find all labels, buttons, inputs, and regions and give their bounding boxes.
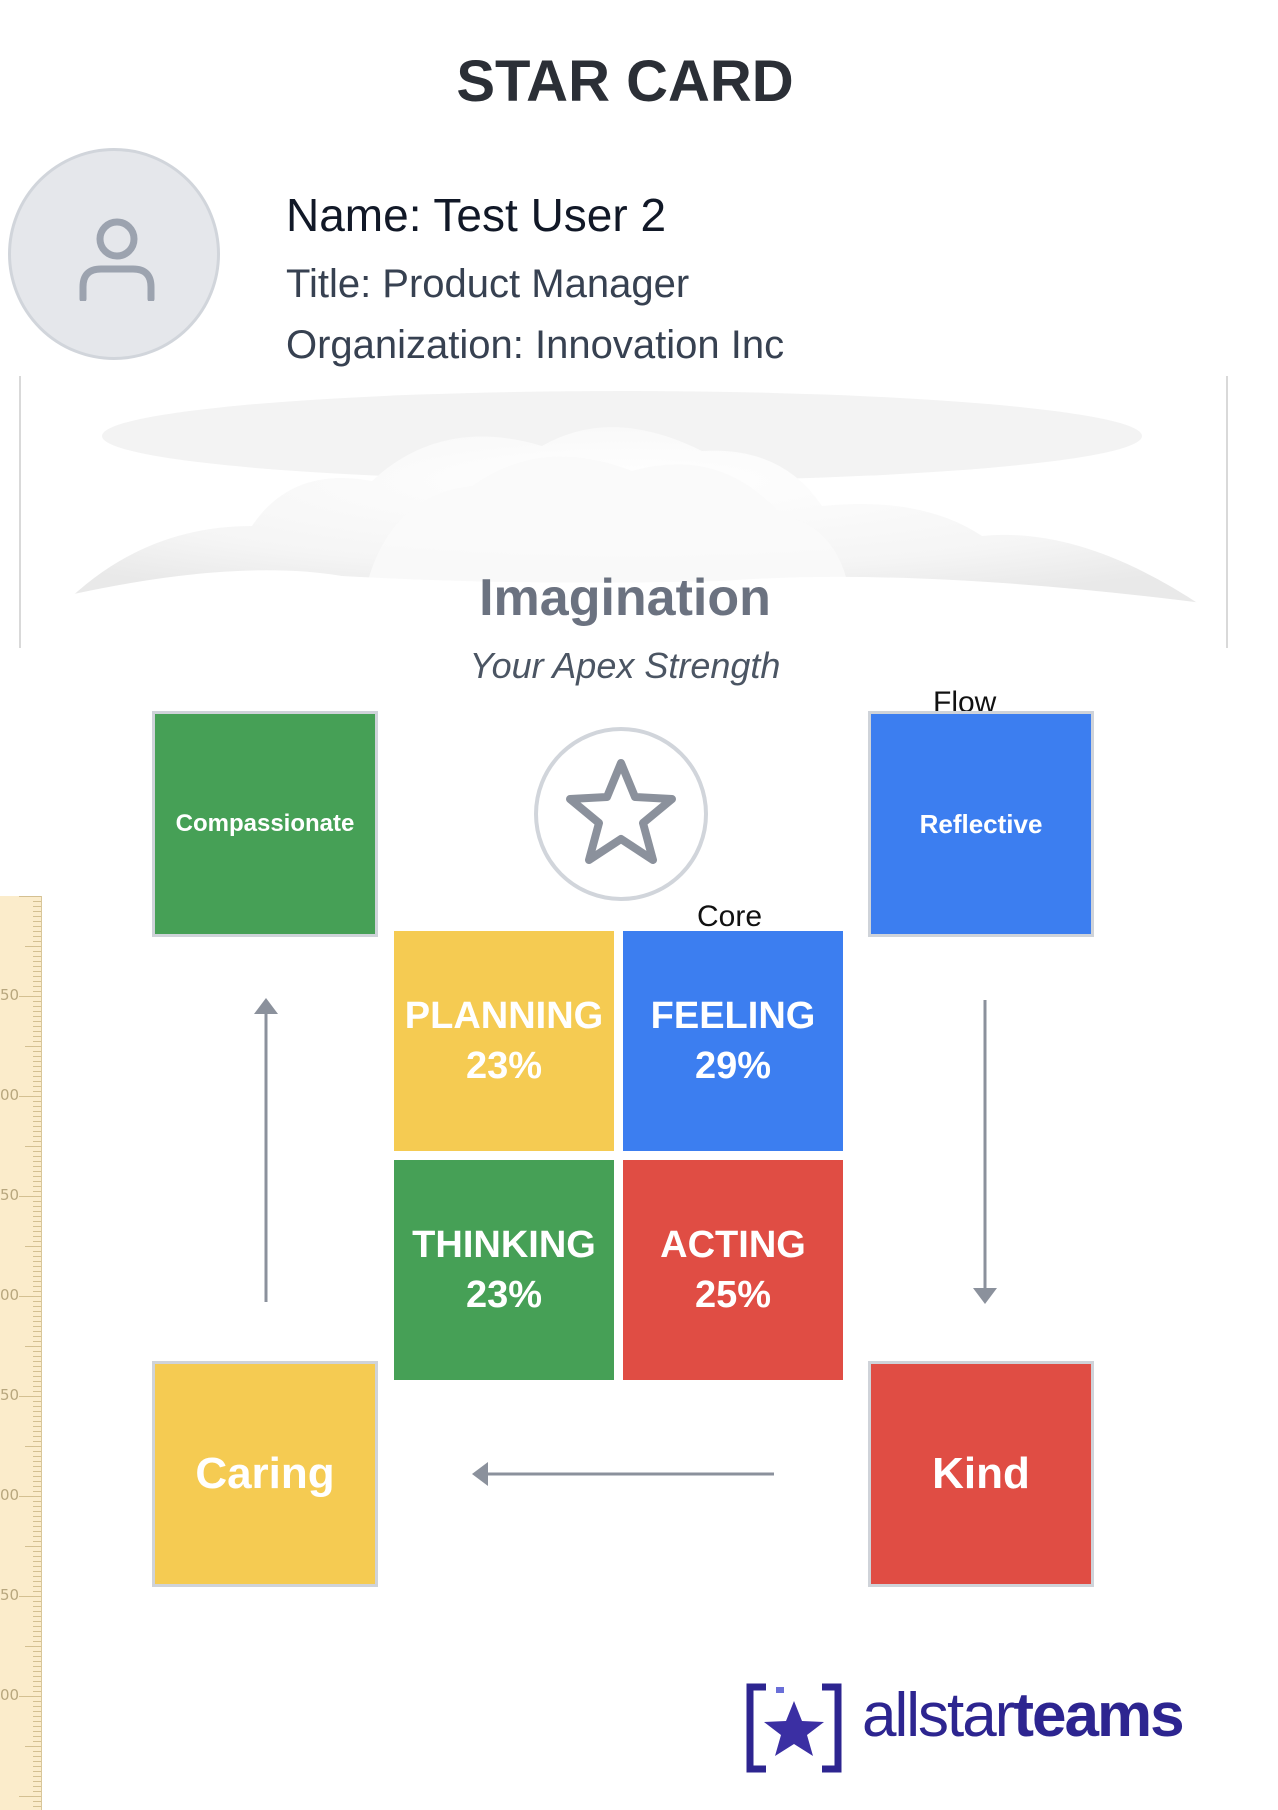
- core-quadrant-feeling[interactable]: FEELING 29%: [623, 931, 843, 1151]
- allstarteams-logo-icon: [746, 1683, 842, 1773]
- flow-box-caring[interactable]: Caring: [152, 1361, 378, 1587]
- ruler[interactable]: 50 00 50 00 50 00 50 00: [0, 896, 42, 1810]
- core-quadrant-acting[interactable]: ACTING 25%: [623, 1160, 843, 1380]
- core-quadrant-planning[interactable]: PLANNING 23%: [394, 931, 614, 1151]
- quadrant-value: 23%: [465, 1274, 543, 1316]
- ruler-ticks: [19, 896, 41, 1807]
- arrow-left-icon: [472, 1462, 774, 1486]
- profile-title: Title: Product Manager: [286, 262, 690, 306]
- quadrant-label: THINKING: [412, 1224, 596, 1266]
- ruler-number: 50: [0, 986, 20, 1004]
- ruler-number: 00: [0, 1286, 20, 1304]
- avatar[interactable]: [8, 148, 220, 360]
- cloud-frame-right: [1226, 376, 1228, 648]
- flow-box-label: Caring: [195, 1449, 335, 1498]
- ruler-number: 00: [0, 1686, 20, 1704]
- quadrant-value: 25%: [694, 1274, 772, 1316]
- quadrant-label: PLANNING: [404, 995, 604, 1037]
- quadrant-label: ACTING: [660, 1224, 806, 1266]
- allstarteams-logo-text: allstarteams: [862, 1680, 1185, 1751]
- profile-organization: Organization: Innovation Inc: [286, 323, 785, 367]
- flow-box-kind[interactable]: Kind: [868, 1361, 1094, 1587]
- flow-box-label: Compassionate: [175, 810, 355, 837]
- logo-text-light: allstar: [862, 1681, 1015, 1750]
- flow-box-label: Kind: [932, 1449, 1030, 1498]
- arrow-up-icon: [254, 998, 278, 1302]
- user-icon: [79, 218, 155, 301]
- core-label: Core: [697, 900, 763, 933]
- cloud-frame-left: [19, 376, 21, 648]
- card-title: STAR CARD: [456, 49, 794, 114]
- core-quadrant-thinking[interactable]: THINKING 23%: [394, 1160, 614, 1380]
- quadrant-value: 23%: [465, 1045, 543, 1087]
- quadrant-label: FEELING: [650, 995, 816, 1037]
- flow-box-reflective[interactable]: Reflective: [868, 711, 1094, 937]
- ruler-number: 50: [0, 1386, 20, 1404]
- apex-strength-title: Imagination: [479, 569, 771, 627]
- flow-box-label: Reflective: [919, 808, 1043, 839]
- apex-star-badge[interactable]: [534, 727, 708, 901]
- profile-name: Name: Test User 2: [286, 189, 667, 241]
- ruler-number: 50: [0, 1586, 20, 1604]
- ruler-number: 50: [0, 1186, 20, 1204]
- arrow-down-icon: [973, 1000, 997, 1304]
- ruler-number: 00: [0, 1086, 20, 1104]
- quadrant-value: 29%: [694, 1045, 772, 1087]
- cloud-image: [22, 376, 1226, 606]
- apex-strength-subtitle: Your Apex Strength: [469, 645, 781, 686]
- star-icon: [566, 759, 676, 864]
- logo-text-bold: teams: [1013, 1681, 1184, 1750]
- ruler-number: 00: [0, 1486, 20, 1504]
- flow-box-compassionate[interactable]: Compassionate: [152, 711, 378, 937]
